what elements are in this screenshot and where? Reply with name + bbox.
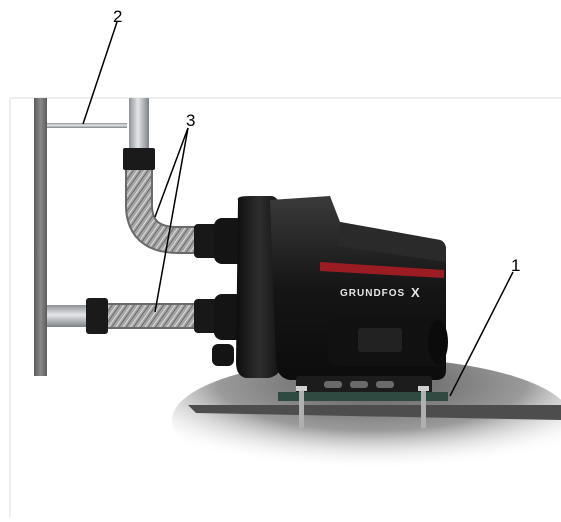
upper-pipe-coupling (123, 148, 155, 170)
pump: GRUNDFOS X (212, 196, 448, 394)
brand-stripe (320, 262, 444, 278)
anchor-bolt-right (421, 386, 426, 428)
pump-end-cap (236, 196, 282, 378)
upper-hose (127, 170, 200, 252)
outlet-port (214, 218, 244, 264)
drain-plug (212, 344, 234, 366)
leader-line-3a (154, 127, 189, 218)
anchor-nut-right (418, 386, 429, 391)
lower-hose (108, 305, 203, 327)
lower-hose-nut (194, 299, 218, 333)
leader-line-1 (449, 271, 514, 397)
terminal-box (358, 328, 402, 352)
motor-end (428, 320, 448, 364)
brand-name: GRUNDFOS (340, 288, 405, 299)
upper-hose-nut (194, 224, 218, 258)
lower-pipe-coupling (86, 298, 108, 334)
floor-slab (188, 405, 561, 420)
lower-pipe (47, 305, 92, 327)
anchor-bolt-left (299, 386, 304, 428)
base-plate (278, 392, 448, 401)
upper-pipe (129, 98, 149, 152)
brand-logo-icon: X (411, 285, 421, 300)
callout-3: 3 (186, 111, 195, 130)
wall (34, 98, 47, 376)
floor-shadow (172, 358, 561, 482)
pump-top-panel (338, 222, 446, 262)
callout-2: 2 (113, 7, 122, 26)
foot-slot-1 (324, 381, 342, 388)
wall-bracket (47, 123, 127, 128)
leader-line-2 (82, 21, 118, 125)
foot-slot-2 (350, 381, 368, 388)
callout-1: 1 (511, 256, 520, 275)
foot-slot-3 (376, 381, 394, 388)
anchor-nut-left (296, 386, 307, 391)
leader-line-3b (154, 127, 189, 313)
